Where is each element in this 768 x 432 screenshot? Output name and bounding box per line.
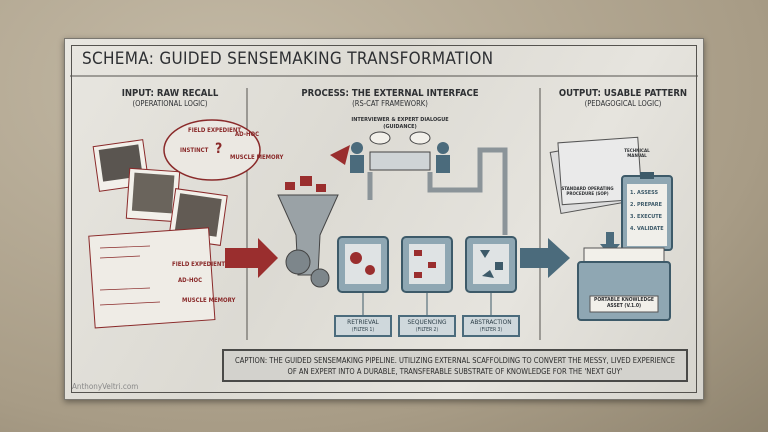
folder-icon [577, 247, 671, 321]
expert-icon [437, 142, 449, 154]
output-subheader: (PEDAGOGICAL LOGIC) [584, 99, 662, 108]
note-label: AD-HOC [178, 277, 203, 284]
checklist-item: 1. ASSESS [630, 190, 659, 196]
cloud-label: INSTINCT [180, 147, 209, 154]
checklist-item: 4. VALIDATE [630, 226, 664, 232]
interviewer-icon [351, 142, 363, 154]
note-label: MUSCLE MEMORY [182, 297, 236, 304]
watermark: AnthonyVeltri.com [72, 382, 139, 391]
checklist-item: 2. PREPARE [630, 202, 663, 208]
gear-icon [310, 268, 330, 288]
arrow-right-icon [225, 238, 278, 278]
speech-bubble-icon [409, 131, 431, 145]
clipboard-icon [621, 172, 673, 251]
thought-cloud-icon [163, 119, 261, 181]
notes-page-icon [88, 227, 216, 329]
arrow-down-icon [330, 145, 350, 165]
gear-icon [285, 249, 311, 275]
page-title: SCHEMA: GUIDED SENSEMAKING TRANSFORMATIO… [82, 49, 494, 69]
cloud-label: MUSCLE MEMORY [230, 154, 284, 161]
sop-label: STANDARD OPERATING PROCEDURE (SOP) [561, 187, 614, 197]
filter-sequencing: SEQUENCING(FILTER 2) [398, 315, 456, 337]
filter-retrieval: RETRIEVAL(FILTER 1) [334, 315, 392, 337]
input-subheader: (OPERATIONAL LOGIC) [132, 99, 208, 108]
photo-icon [168, 188, 228, 246]
output-header: OUTPUT: USABLE PATTERN [558, 88, 688, 99]
note-label: FIELD EXPEDIENT [172, 261, 226, 268]
table-icon [369, 151, 431, 171]
process-subheader: (RS-CAT FRAMEWORK) [352, 99, 428, 108]
cloud-label: FIELD EXPEDIENT [188, 127, 242, 134]
asset-label: PORTABLE KNOWLEDGE ASSET (V.1.0) [594, 297, 654, 309]
cloud-label: AD-HOC [235, 131, 260, 138]
input-header: INPUT: RAW RECALL [121, 88, 219, 99]
checklist-item: 3. EXECUTE [630, 214, 663, 220]
question-mark: ? [215, 141, 223, 157]
photo-icon [125, 167, 181, 223]
arrow-right-icon [520, 238, 570, 278]
dialogue-sublabel: (GUIDANCE) [383, 124, 417, 130]
caption-box: CAPTION: THE GUIDED SENSEMAKING PIPELINE… [222, 349, 688, 382]
speech-bubble-icon [369, 131, 391, 145]
manual-label: TECHNICAL MANUAL [624, 149, 650, 159]
process-header: PROCESS: THE EXTERNAL INTERFACE [301, 88, 479, 99]
dialogue-label: INTERVIEWER & EXPERT DIALOGUE [351, 117, 449, 123]
filter-abstraction: ABSTRACTION(FILTER 3) [462, 315, 520, 337]
